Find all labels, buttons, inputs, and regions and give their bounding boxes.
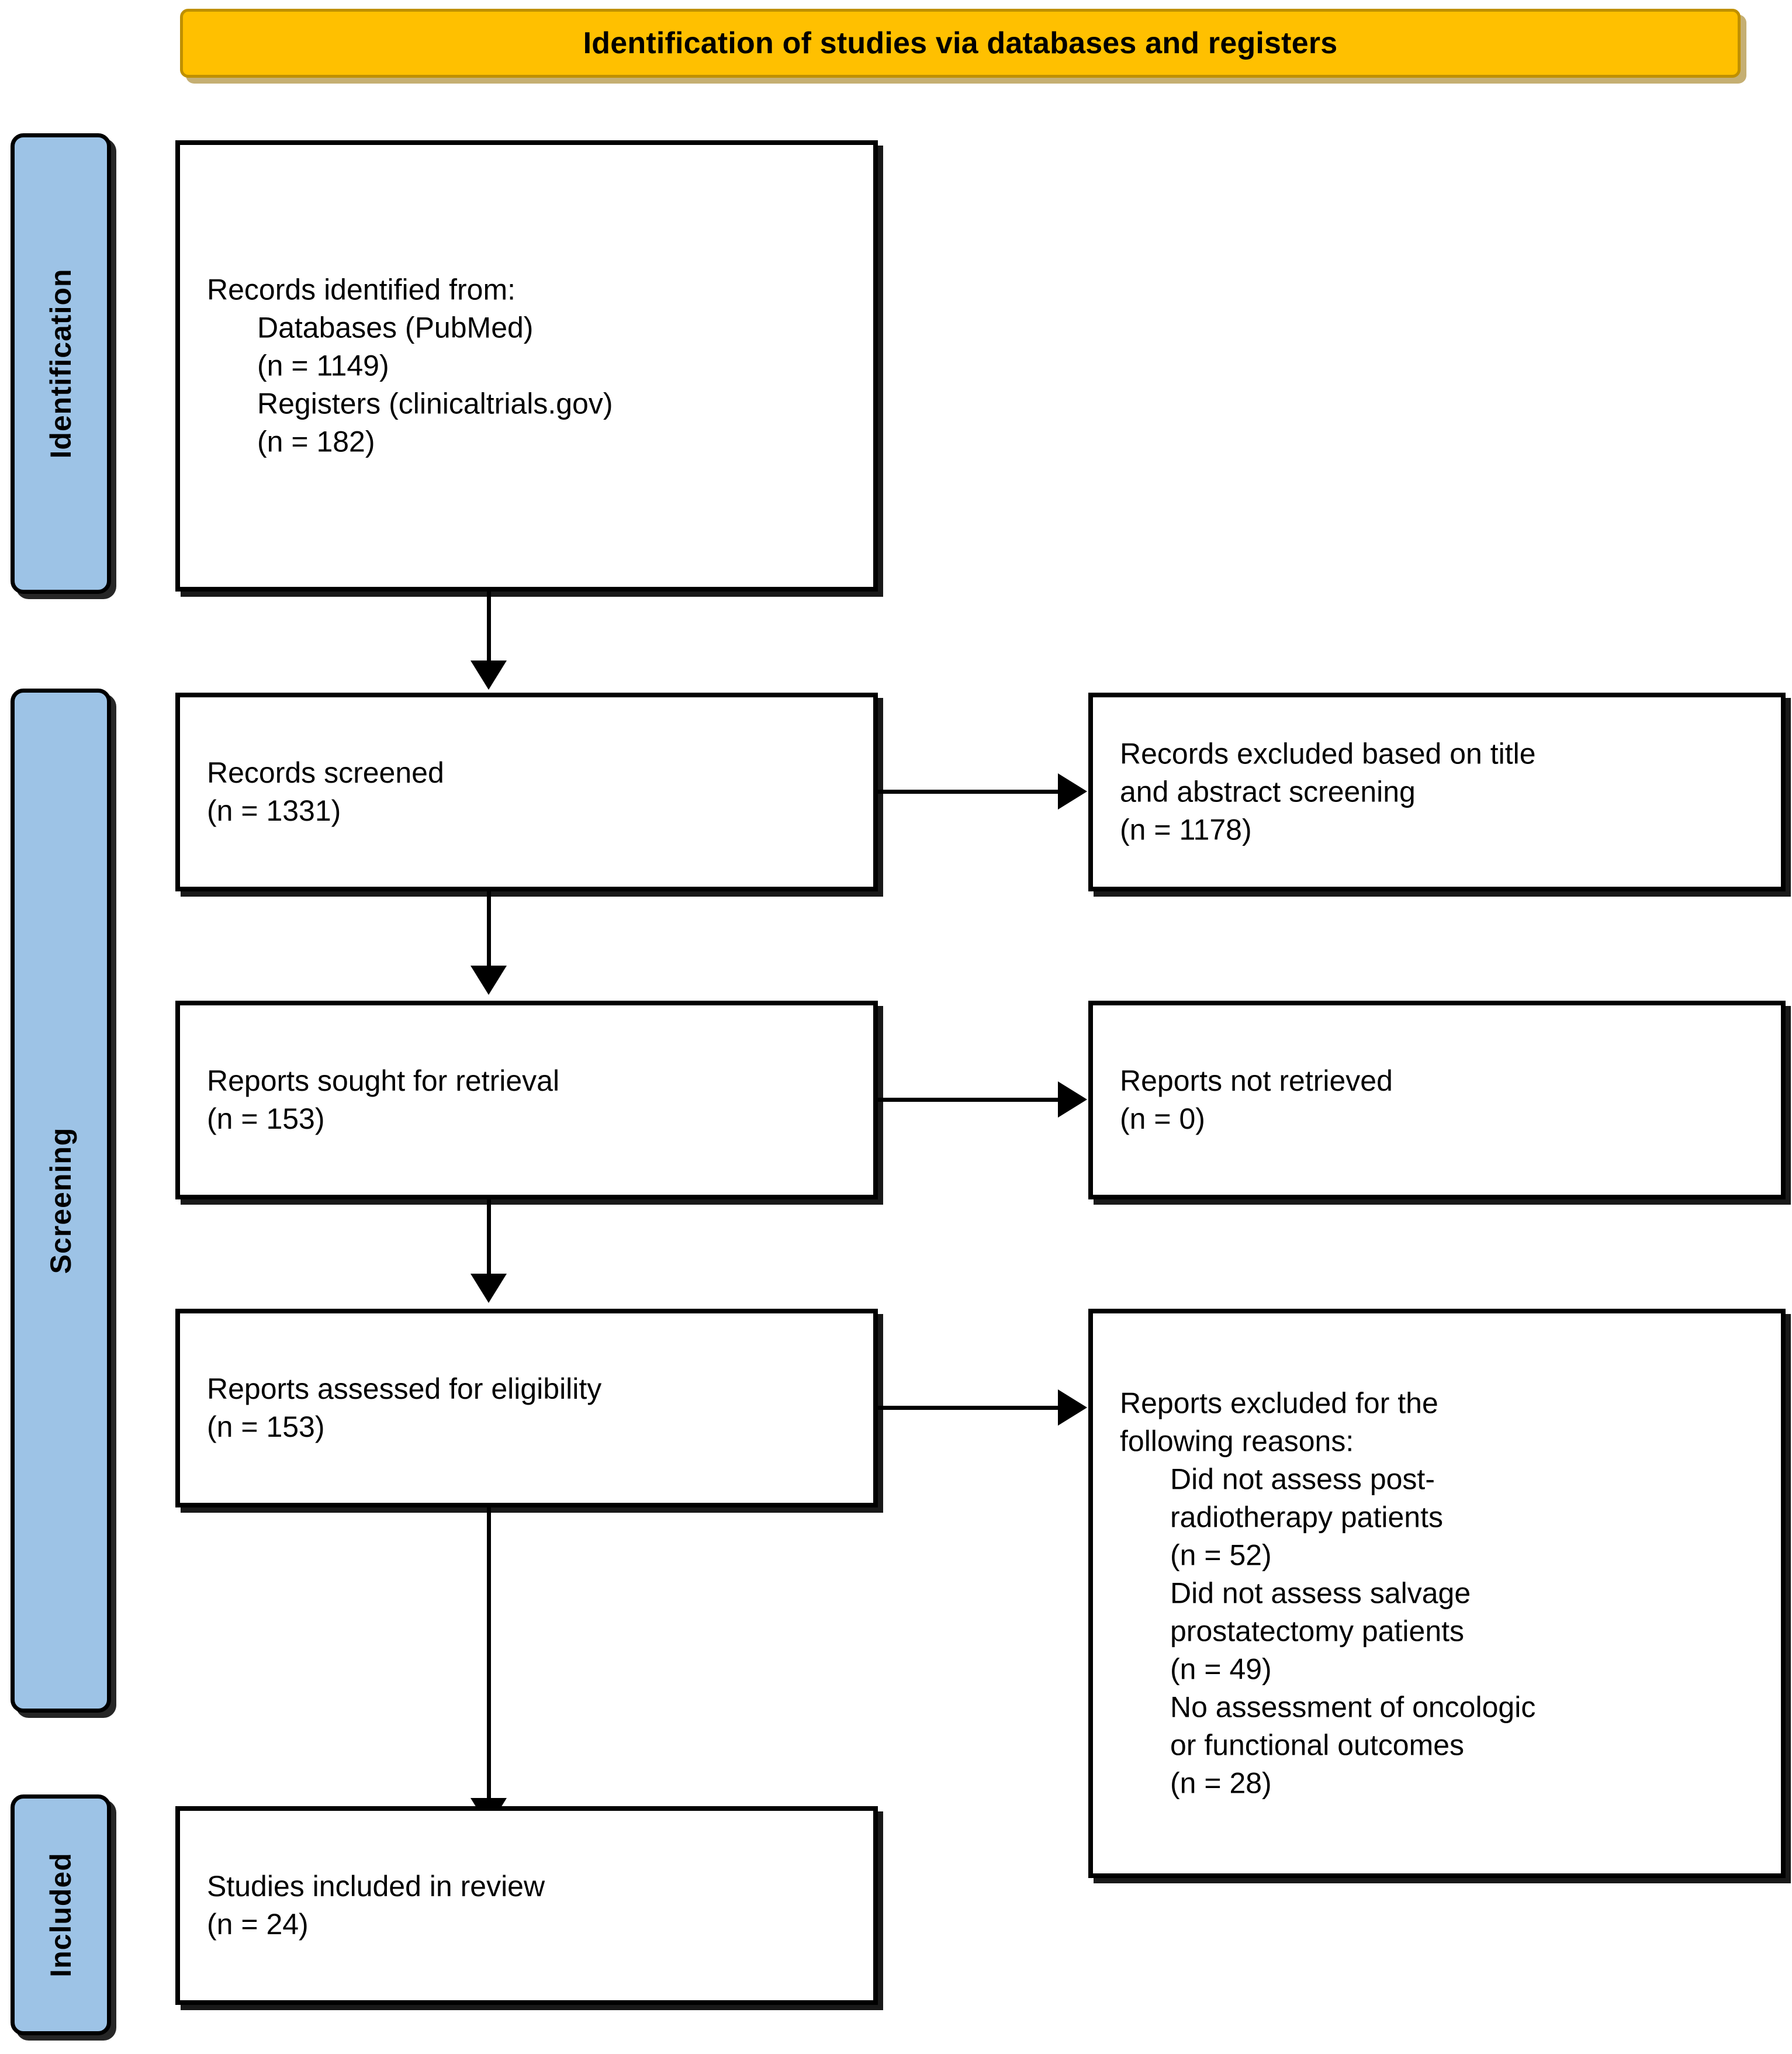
box-line: and abstract screening [1120,775,1416,808]
box-line: (n = 0) [1120,1102,1205,1135]
arrow-head-down [471,1274,507,1303]
box-line: Did not assess post- [1170,1462,1435,1496]
connector-sought-to-assessed [487,1199,491,1278]
box-records-screened: Records screened (n = 1331) [175,693,878,891]
connector-sought-to-not-retrieved [878,1098,1060,1102]
box-line: Reports sought for retrieval [207,1064,560,1097]
box-reports-not-retrieved: Reports not retrieved (n = 0) [1088,1001,1786,1199]
box-records-screened-content: Records screened (n = 1331) [207,754,856,830]
box-reports-assessed-content: Reports assessed for eligibility (n = 15… [207,1370,856,1446]
connector-assessed-to-included [487,1507,491,1803]
box-records-excluded-content: Records excluded based on title and abst… [1120,735,1763,849]
box-line: following reasons: [1120,1424,1354,1458]
box-studies-included-content: Studies included in review (n = 24) [207,1868,856,1944]
box-line: Records identified from: [207,273,516,306]
box-line: (n = 1331) [207,794,341,827]
connector-screened-to-excluded [878,790,1060,794]
stage-bar-screening: Screening [11,689,111,1713]
stage-label-identification: Identification [44,268,77,459]
box-line: Did not assess salvage [1170,1576,1471,1610]
box-line: Databases (PubMed) [257,311,534,344]
box-line: or functional outcomes [1170,1728,1465,1762]
box-line: No assessment of oncologic [1170,1690,1536,1724]
box-line: Reports assessed for eligibility [207,1372,602,1405]
box-line: (n = 52) [1170,1538,1272,1572]
diagram-title: Identification of studies via databases … [583,26,1338,60]
stage-bar-identification: Identification [11,133,111,594]
box-reports-assessed: Reports assessed for eligibility (n = 15… [175,1309,878,1507]
arrow-head-down [471,661,507,690]
box-line: (n = 28) [1170,1766,1272,1800]
box-line: (n = 49) [1170,1652,1272,1686]
arrow-head-right [1058,1389,1087,1426]
box-records-excluded: Records excluded based on title and abst… [1088,693,1786,891]
box-reports-sought-content: Reports sought for retrieval (n = 153) [207,1062,856,1138]
box-line: Records screened [207,756,444,789]
box-reports-not-retrieved-content: Reports not retrieved (n = 0) [1120,1062,1763,1138]
box-studies-included: Studies included in review (n = 24) [175,1806,878,2005]
stage-label-included: Included [44,1852,77,1977]
box-line: Records excluded based on title [1120,737,1536,770]
arrow-head-right [1058,1081,1087,1118]
stage-label-screening: Screening [44,1127,77,1274]
connector-assessed-to-excluded [878,1406,1060,1410]
diagram-header-banner: Identification of studies via databases … [180,9,1741,78]
box-reports-excluded-reasons: Reports excluded for the following reaso… [1088,1309,1786,1878]
box-line: Registers (clinicaltrials.gov) [257,387,613,420]
box-line: radiotherapy patients [1170,1500,1443,1534]
box-line: (n = 182) [257,425,375,458]
box-line: Reports not retrieved [1120,1064,1393,1097]
box-records-identified: Records identified from: Databases (PubM… [175,140,878,592]
connector-screened-to-sought [487,891,491,970]
box-line: (n = 153) [207,1102,325,1135]
box-line: (n = 1149) [257,349,389,382]
box-reports-excluded-reasons-content: Reports excluded for the following reaso… [1120,1385,1763,1803]
arrow-head-right [1058,773,1087,810]
stage-bar-included: Included [11,1794,111,2035]
box-records-identified-content: Records identified from: Databases (PubM… [207,271,856,461]
box-reports-sought: Reports sought for retrieval (n = 153) [175,1001,878,1199]
arrow-head-down [471,966,507,995]
box-line: Reports excluded for the [1120,1386,1438,1420]
box-line: (n = 24) [207,1908,309,1941]
box-line: (n = 153) [207,1410,325,1443]
box-line: Studies included in review [207,1870,545,1903]
box-line: (n = 1178) [1120,813,1252,846]
box-line: prostatectomy patients [1170,1614,1465,1648]
connector-identified-to-screened [487,592,491,665]
